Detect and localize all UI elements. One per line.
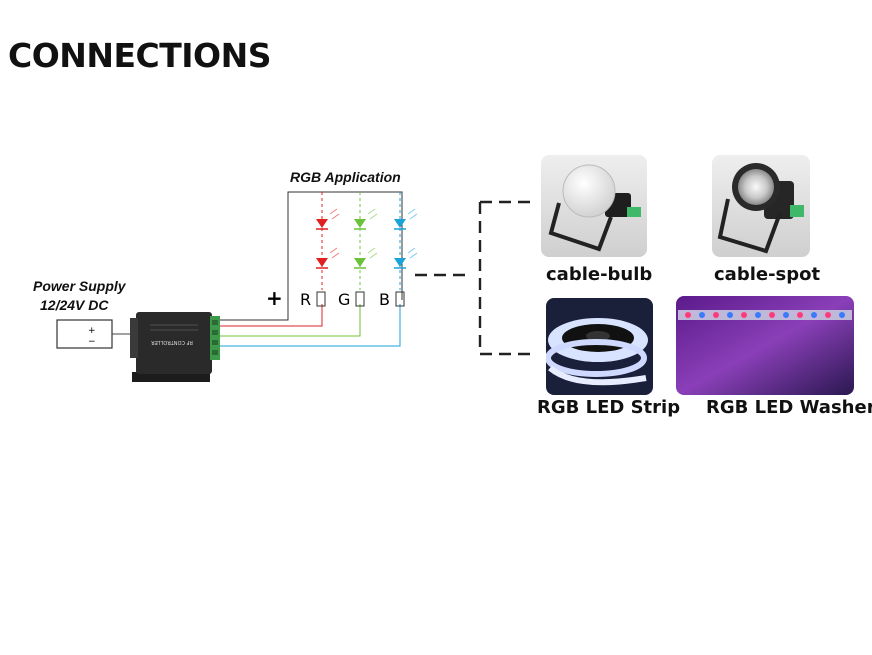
- cable-bulb-image: [541, 155, 647, 257]
- blue-led-lower: [394, 247, 418, 269]
- green-led-upper: [354, 208, 378, 230]
- green-led-lower: [354, 247, 378, 269]
- dashed-connector: [415, 200, 532, 356]
- power-supply-label: Power Supply: [33, 278, 126, 294]
- rgb-application-title: RGB Application: [290, 169, 401, 185]
- svg-text:−: −: [88, 337, 96, 347]
- power-supply-voltage: 12/24V DC: [40, 297, 109, 313]
- page-title: CONNECTIONS: [8, 36, 272, 75]
- rgb-led-strip-image: [546, 298, 653, 395]
- red-led-lower: [316, 247, 340, 269]
- r-terminal: R: [300, 290, 311, 309]
- blue-led-upper: [394, 208, 418, 230]
- power-supply-box: + −: [56, 319, 113, 349]
- rgb-led-washer-label: RGB LED Washer: [706, 397, 872, 418]
- rgb-led-washer-image: [676, 296, 854, 395]
- svg-text:RF CONTROLLER: RF CONTROLLER: [151, 339, 193, 345]
- cable-bulb-label: cable-bulb: [546, 264, 653, 285]
- cable-spot-label: cable-spot: [714, 264, 821, 285]
- plus-terminal: +: [266, 286, 283, 310]
- rgb-led-strip-label: RGB LED Strip: [537, 397, 681, 418]
- b-terminal: B: [379, 290, 390, 309]
- red-led-upper: [316, 208, 340, 230]
- svg-text:+: +: [88, 326, 96, 336]
- cable-spot-image: [712, 155, 810, 257]
- rf-controller: RF CONTROLLER: [130, 312, 220, 382]
- g-terminal: G: [338, 290, 350, 309]
